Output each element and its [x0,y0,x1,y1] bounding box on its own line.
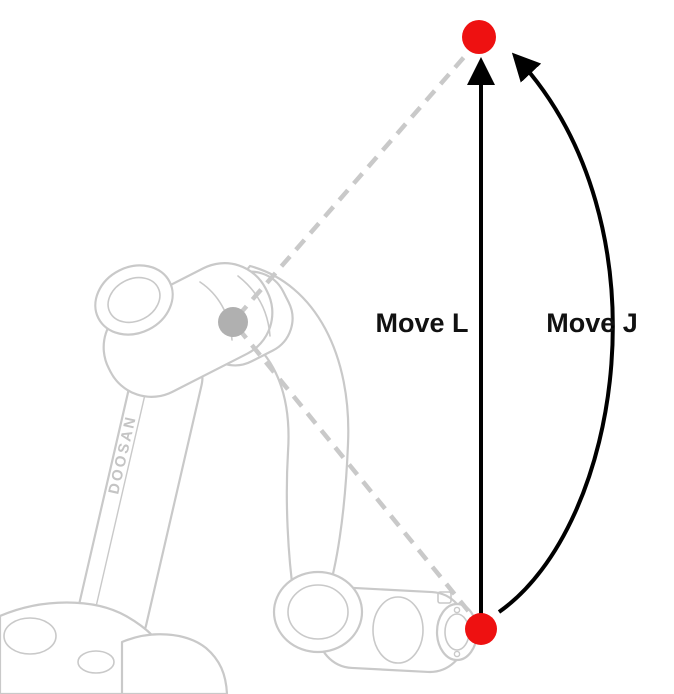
dashed-line-to-target [236,46,474,318]
robot-wrist [272,570,479,674]
start-point-dot [465,613,497,645]
dashed-line-to-start [236,326,476,620]
move-j-arc-arrow [497,52,615,614]
robot-shoulder [94,262,294,398]
target-point-dot [462,20,496,54]
move-l-label: Move L [375,308,468,338]
robot-arm-illustration: DOOSAN [0,262,479,694]
robot-base [0,601,229,694]
move-j-label: Move J [546,308,638,338]
via-point-dot [218,307,248,337]
